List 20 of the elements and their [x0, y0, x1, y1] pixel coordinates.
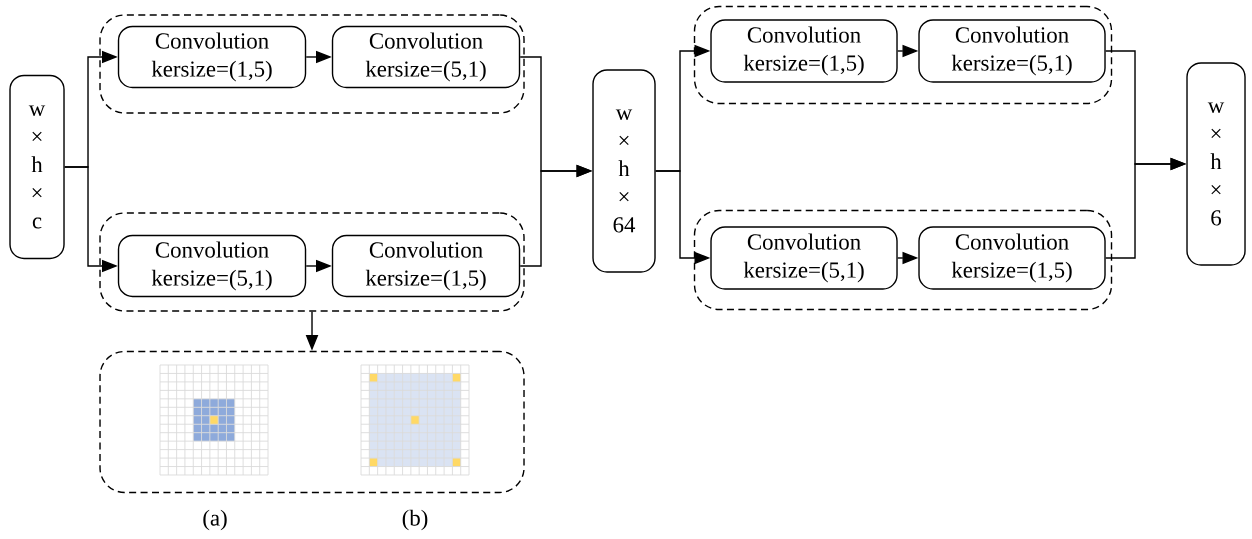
- subfigure-label: (a): [203, 509, 227, 531]
- dashed-group-box: [693, 5, 1113, 105]
- dashed-group-box: [99, 212, 525, 312]
- convolution-box: Convolution kersize=(5,1): [918, 19, 1106, 83]
- convolution-box: Convolution kersize=(5,1): [117, 234, 307, 298]
- convolution-box: Convolution kersize=(1,5): [710, 19, 898, 83]
- convolution-box: Convolution kersize=(1,5): [117, 25, 307, 89]
- subfigure-label: (b): [402, 509, 428, 531]
- tensor-box: w × h × c: [9, 74, 65, 260]
- tensor-box: w × h × 6: [1186, 62, 1246, 266]
- convolution-box: Convolution kersize=(5,1): [710, 226, 898, 290]
- dashed-group-box: [693, 209, 1113, 311]
- tensor-box: w × h × 64: [592, 69, 656, 273]
- grid-drawing: [360, 364, 470, 476]
- convolution-box: Convolution kersize=(1,5): [918, 226, 1106, 290]
- convolution-box: Convolution kersize=(5,1): [331, 25, 521, 89]
- dashed-group-box: [99, 350, 525, 494]
- convolution-box: Convolution kersize=(1,5): [331, 234, 521, 298]
- grid-drawing: [159, 364, 269, 476]
- dashed-group-box: [99, 14, 525, 114]
